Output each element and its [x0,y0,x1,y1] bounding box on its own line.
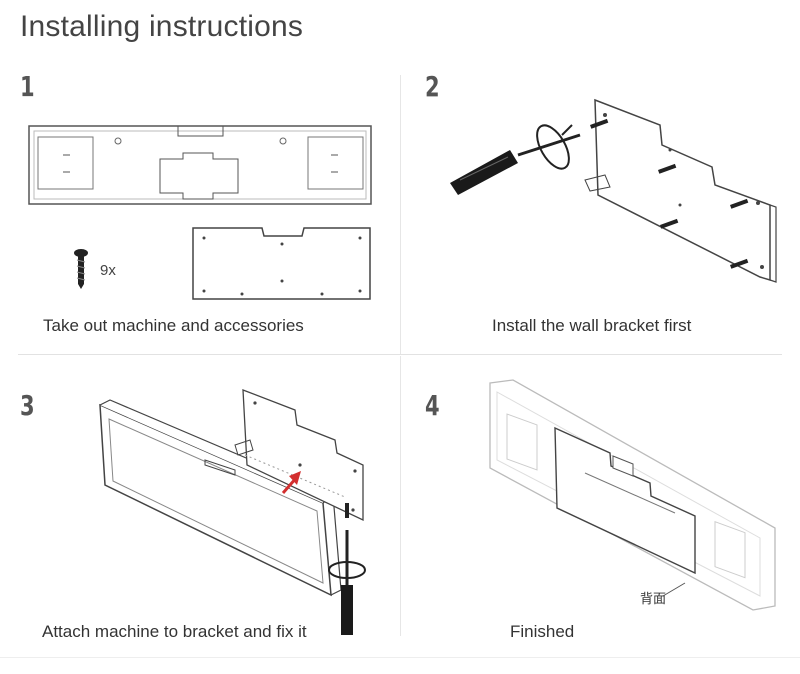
divider-vertical-top [400,75,401,355]
step-1-number: 1 [20,70,35,103]
step-4-number: 4 [425,389,440,422]
step-1-display-back-illustration [28,125,372,205]
step-2-bracket-mount-illustration [450,98,777,283]
step-4-finished-illustration [489,379,776,611]
divider-vertical-bottom [400,356,401,636]
screw-quantity: 9x [100,262,116,279]
screw-icon [74,249,88,289]
page-title: Installing instructions [20,10,304,43]
step-3-number: 3 [20,389,35,422]
divider-bottom [0,657,800,658]
step-2-caption: Install the wall bracket first [492,316,692,335]
divider-horizontal [18,354,782,355]
step-1-caption: Take out machine and accessories [43,316,304,335]
back-label: 背面 [640,591,667,606]
wall-bracket-illustration [192,227,371,300]
step-3-attach-illustration [99,389,366,635]
step-2-number: 2 [425,70,440,103]
step-4-caption: Finished [510,622,575,641]
step-3-caption: Attach machine to bracket and fix it [42,622,307,641]
